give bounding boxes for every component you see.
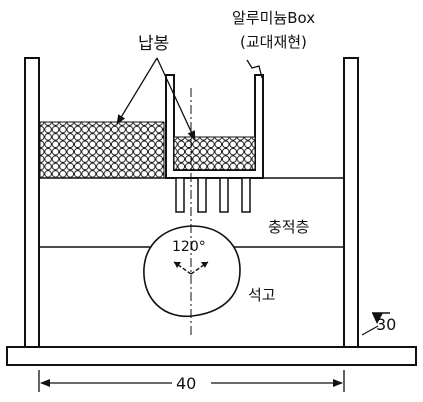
width-label: 40 — [176, 374, 196, 393]
pile-4 — [241, 177, 251, 213]
angle-line-left — [173, 261, 192, 275]
angle-arrow-right — [201, 262, 208, 268]
depth-leader — [361, 325, 379, 336]
tunnel-outline — [143, 225, 241, 318]
gypsum-label: 석고 — [248, 286, 276, 304]
accumulation-layer-label: 충적층 — [268, 218, 309, 236]
pile-2 — [197, 177, 207, 213]
lead-rods-label: 납봉 — [138, 34, 169, 54]
angle-arrow-left — [174, 262, 181, 268]
lead-rod-stack-box — [173, 136, 256, 171]
pile-1 — [175, 177, 185, 213]
depth-label: 30 — [376, 315, 396, 334]
lead-rod-stack-left — [39, 121, 165, 179]
aluminum-box-sublabel: (교대재현) — [240, 33, 307, 51]
right-wall — [343, 57, 359, 348]
depth-arrow — [372, 313, 383, 324]
angle-label: 120° — [172, 239, 206, 255]
angle-line-right — [190, 261, 209, 275]
lead-rod-leader-left — [116, 57, 158, 125]
aluminum-box-label: 알루미늄Box — [232, 9, 315, 27]
lead-rod-leader-right — [156, 57, 196, 141]
pile-3 — [219, 177, 229, 213]
left-wall — [24, 57, 40, 348]
aluminum-box-leader — [246, 59, 263, 79]
base-plate — [6, 346, 417, 366]
